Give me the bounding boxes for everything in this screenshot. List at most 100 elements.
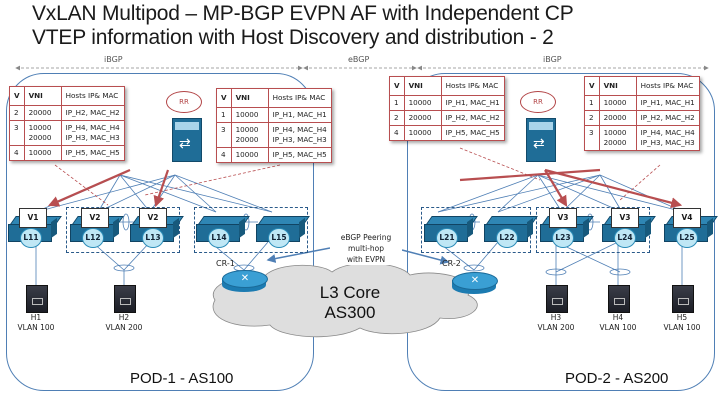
server-icon-h4 [608, 285, 630, 313]
cell-hosts: IP_H1, MAC_H1 [267, 107, 332, 123]
leaf-label: L22 [496, 228, 518, 248]
col-vni: VNI [598, 76, 637, 96]
host-name: H1 [30, 313, 42, 322]
leaf-switch-l23: L23 [540, 216, 594, 248]
l3-core-cloud [212, 262, 478, 338]
vtep-tag: V4 [673, 208, 701, 228]
cell-vni: 10000 [230, 147, 269, 163]
cell-vni: 10000 [403, 125, 442, 141]
col-vni: VNI [230, 88, 269, 108]
zone-label-ibgp-right: iBGP [543, 55, 562, 64]
pod2-fabric-links [437, 174, 685, 285]
leaf-label: L14 [208, 228, 230, 248]
core-name: L3 Core [319, 283, 381, 302]
host-vlan: VLAN 100 [599, 323, 637, 332]
zone-label-ibgp-left: iBGP [104, 55, 123, 64]
leaf-switch-l24: L24 [602, 216, 656, 248]
leaf-switch-l12: L12 [70, 216, 124, 248]
pod1-fabric-links [35, 174, 273, 285]
cell-vni: 10000 [230, 107, 269, 123]
server-icon-h3 [546, 285, 568, 313]
cell-v: 3 [216, 122, 232, 148]
leaf-switch-l13: L13 [130, 216, 184, 248]
core-router-icon: ✕ [452, 272, 498, 294]
cell-vni: 20000 [23, 105, 62, 121]
spine-switch-icon: ⇄ [172, 118, 202, 162]
leaf-switch-l14: L14 [196, 216, 250, 248]
cell-hosts: IP_H4, MAC_H4 IP_H3, MAC_H3 [60, 120, 125, 146]
cell-vni: 20000 [598, 110, 637, 126]
cell-hosts: IP_H5, MAC_H5 [267, 147, 332, 163]
cell-vni: 10000 [23, 145, 62, 161]
host-name: H5 [676, 313, 688, 322]
leaf-label: L21 [436, 228, 458, 248]
host-vlan: VLAN 100 [17, 323, 55, 332]
col-hosts: Hosts IP& MAC [440, 76, 505, 96]
route-reflector-label: RR [520, 91, 556, 113]
vtep-tag: V2 [139, 208, 167, 228]
col-vni: VNI [403, 76, 442, 96]
cell-v: 4 [216, 147, 232, 163]
leaf-label: L24 [614, 228, 636, 248]
cell-hosts: IP_H2, MAC_H2 [440, 110, 505, 126]
host-vlan: VLAN 200 [105, 323, 143, 332]
cell-v: 3 [584, 125, 600, 151]
col-v: V [216, 88, 232, 108]
col-hosts: Hosts IP& MAC [60, 86, 125, 106]
pod-1-label: POD-1 - AS100 [130, 370, 234, 387]
cell-v: 3 [9, 120, 25, 146]
cell-hosts: IP_H1, MAC_H1 [440, 95, 505, 111]
col-hosts: Hosts IP& MAC [267, 88, 332, 108]
spine-switch-icon: ⇄ [526, 118, 556, 162]
cell-vni: 10000 20000 [230, 122, 269, 148]
cell-hosts: IP_H1, MAC_H1 [635, 95, 700, 111]
server-icon-h2 [114, 285, 136, 313]
col-v: V [389, 76, 405, 96]
route-advertisement-arrows [47, 168, 683, 209]
leaf-label: L15 [268, 228, 290, 248]
vtep-tag: V1 [19, 208, 47, 228]
ebgp-peering-note: eBGP Peering multi-hop with EVPN [330, 232, 402, 265]
router-label-cr2: CR-2 [442, 259, 461, 268]
cell-v: 4 [9, 145, 25, 161]
cell-v: 4 [389, 125, 405, 141]
leaf-label: L13 [142, 228, 164, 248]
zone-label-ebgp: eBGP [348, 55, 370, 64]
cell-hosts: IP_H2, MAC_H2 [60, 105, 125, 121]
core-as: AS300 [324, 303, 376, 322]
peering-line: eBGP Peering [340, 233, 392, 242]
core-router-icon: ✕ [222, 270, 268, 292]
vtep-tag: V3 [549, 208, 577, 228]
core-label: L3 Core AS300 [300, 283, 400, 323]
cell-v: 2 [389, 110, 405, 126]
cell-vni: 20000 [403, 110, 442, 126]
ebgp-peering-arrows [266, 247, 450, 265]
server-icon-h1 [26, 285, 48, 313]
host-name: H2 [118, 313, 130, 322]
route-reflector-label: RR [166, 91, 202, 113]
cell-hosts: IP_H2, MAC_H2 [635, 110, 700, 126]
cell-v: 2 [584, 110, 600, 126]
leaf-switch-l21: L21 [424, 216, 478, 248]
peering-line: with EVPN [346, 255, 386, 264]
leaf-label: L12 [82, 228, 104, 248]
server-icon-h5 [672, 285, 694, 313]
cell-v: 1 [389, 95, 405, 111]
peering-line: multi-hop [348, 244, 384, 253]
host-vlan: VLAN 200 [537, 323, 575, 332]
